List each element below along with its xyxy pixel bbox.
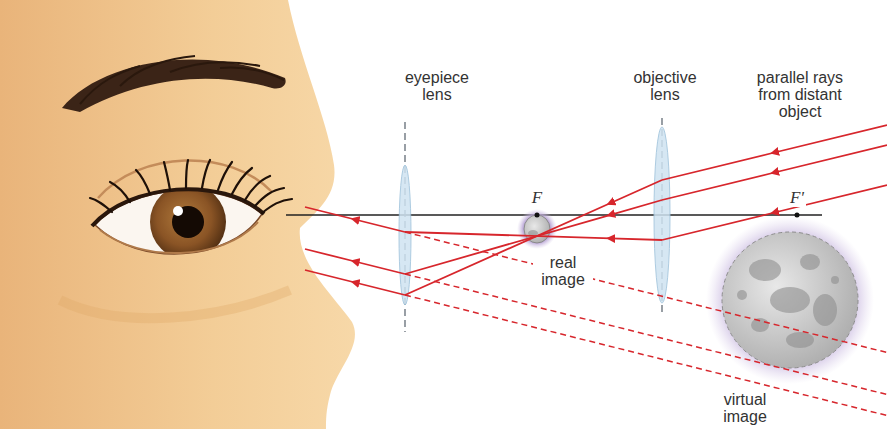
moon-craters <box>737 254 839 348</box>
eyepiece-lens-shape <box>399 165 411 305</box>
part-label: eyepiece lens <box>395 70 479 104</box>
moon-glow <box>706 216 874 384</box>
focal-point <box>795 213 800 218</box>
virtual-rays <box>405 232 887 416</box>
eye-highlight <box>173 206 183 216</box>
part-label: virtual image <box>707 392 783 426</box>
eyebrow <box>62 59 286 112</box>
moon <box>722 232 858 368</box>
eyelashes <box>90 160 292 213</box>
part-label: real image <box>533 255 593 289</box>
pupil <box>172 206 204 238</box>
upper-lid <box>92 189 264 226</box>
lower-lid <box>100 222 258 253</box>
objective-lens-shape <box>654 127 670 303</box>
cheek-shade <box>60 290 290 318</box>
optical-axis <box>286 214 822 216</box>
part-label: objective lens <box>623 70 707 104</box>
focal-point <box>535 213 540 218</box>
light-rays <box>305 125 887 295</box>
focal-point-label: F <box>530 189 544 207</box>
focal-point-label: F' <box>788 189 806 207</box>
eyebrow-hairs <box>80 56 284 104</box>
part-label: parallel rays from distant object <box>738 70 863 120</box>
